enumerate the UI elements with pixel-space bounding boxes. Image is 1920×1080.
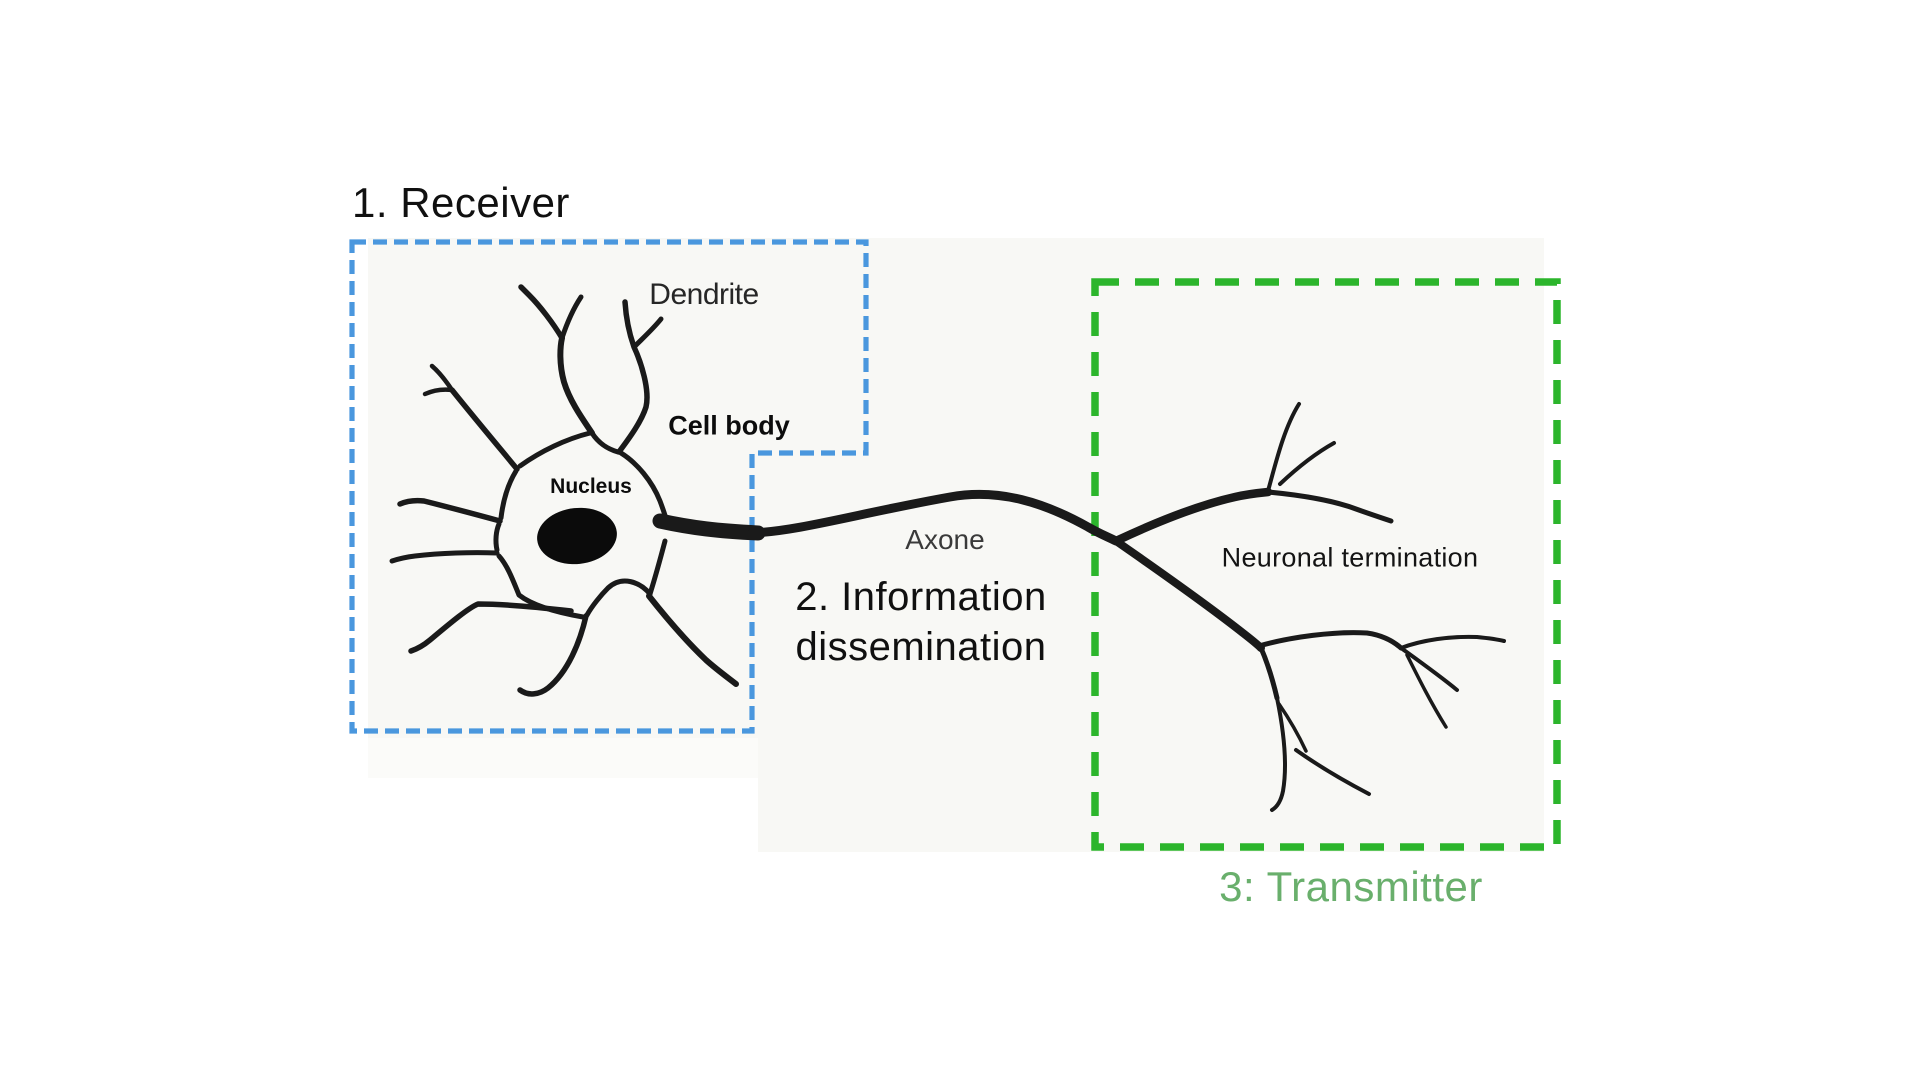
termination-branches bbox=[1111, 402, 1506, 812]
transmitter-stage-label: 3: Transmitter bbox=[1219, 863, 1483, 910]
axon-path bbox=[652, 489, 1121, 546]
cell-body-outline bbox=[493, 430, 669, 620]
scan-background-lower-right bbox=[758, 738, 1544, 852]
information-stage-line1: 2. Information bbox=[795, 575, 1047, 619]
scan-background bbox=[368, 238, 1544, 852]
receiver-stage-label: 1. Receiver bbox=[352, 179, 570, 226]
information-stage-line2: dissemination bbox=[795, 625, 1047, 669]
cell-body-label: Cell body bbox=[668, 410, 790, 441]
scan-background-lower-left bbox=[368, 738, 758, 778]
nucleus-label: Nucleus bbox=[550, 475, 632, 498]
nucleus-shape bbox=[537, 507, 617, 565]
dendrite-label: Dendrite bbox=[649, 278, 759, 311]
neuron-drawing bbox=[389, 284, 1506, 812]
dendrites-bottom bbox=[517, 593, 739, 697]
scan-background-upper bbox=[368, 238, 1544, 738]
transmitter-box-outline bbox=[1091, 278, 1561, 851]
neuronal-termination-label: Neuronal termination bbox=[1221, 542, 1479, 573]
information-dissemination-stage-label: 2. Information dissemination bbox=[795, 572, 1047, 672]
dendrites-top bbox=[518, 284, 664, 455]
receiver-box-outline bbox=[349, 239, 869, 734]
dendrites-left bbox=[389, 363, 574, 654]
axone-label: Axone bbox=[905, 524, 985, 555]
